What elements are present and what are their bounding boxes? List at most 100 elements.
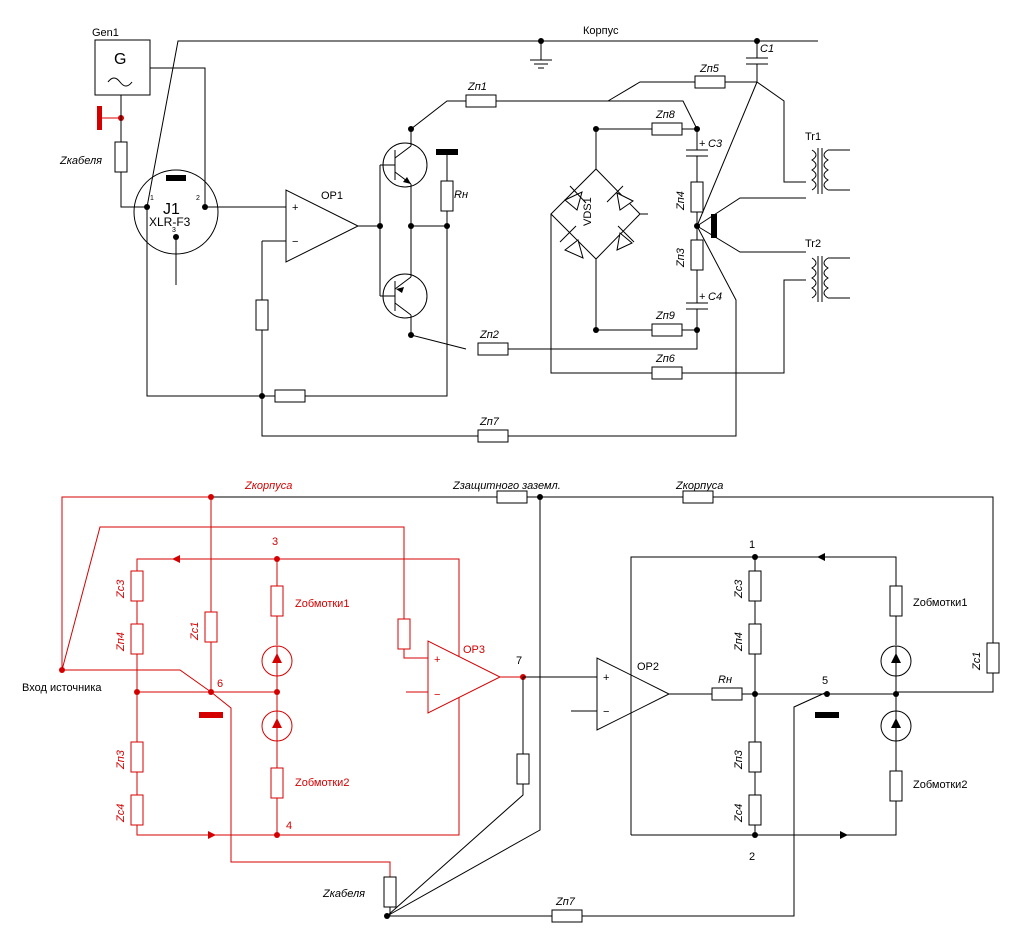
zwind1-right-resistor [889, 585, 903, 617]
zn3-left-resistor [130, 741, 144, 773]
node5-probe-marker [815, 712, 839, 718]
q2-collector-node [408, 332, 414, 338]
zn7-bottom-label: Zп7 [555, 896, 576, 908]
ground-icon [530, 41, 552, 69]
sine-wave-icon [107, 77, 133, 87]
c1-capacitor [746, 41, 768, 82]
c3-label: C3 [708, 138, 723, 150]
current-source-right-1[interactable] [880, 645, 912, 677]
ground-resistor [274, 389, 306, 403]
op3-plus: + [434, 654, 440, 666]
center-to-tr2-wire [696, 225, 806, 253]
diode-4 [616, 232, 633, 251]
zprot-resistor [496, 490, 528, 504]
op-amp-3[interactable]: OP3 + − [427, 640, 502, 714]
diode-bridge[interactable]: VDS1 [550, 168, 641, 260]
node2-label: 2 [749, 851, 755, 863]
c1-label: C1 [760, 43, 774, 55]
transformer-1[interactable]: Tr1 [805, 131, 850, 194]
transistor-pnp[interactable] [380, 273, 428, 319]
zkorp-left-wire [61, 496, 211, 670]
c1-to-center-wire [696, 81, 758, 227]
feedback-resistor [255, 299, 269, 331]
zc4-left-label: Zc4 [115, 804, 127, 823]
diode-2 [616, 192, 634, 211]
zn7-resistor [477, 429, 509, 443]
node7-to-common-wire [386, 784, 524, 917]
top-schematic: Gen1 G Zкабеля J1 XLR-F3 1 2 3 [59, 25, 850, 443]
op1-triangle [285, 189, 360, 263]
center-probe-marker [711, 214, 717, 238]
transistor-npn[interactable] [380, 142, 428, 188]
zn8-resistor [651, 122, 683, 136]
zwind2-left-label: Zобмотки2 [295, 777, 349, 789]
diode-2-bar [606, 185, 624, 203]
zn3-left-label: Zп3 [115, 749, 127, 770]
current-source-right-2[interactable] [880, 710, 912, 742]
node1-label: 1 [749, 539, 755, 551]
node6-label: 6 [217, 678, 223, 690]
generator[interactable]: Gen1 G [92, 27, 151, 96]
op3-triangle [427, 640, 502, 714]
op1-label: OP1 [321, 190, 343, 202]
cable-resistor [114, 141, 128, 173]
zc4-right-label: Zc4 [733, 804, 745, 823]
op3-input-resistor [397, 618, 411, 650]
node5-dot [824, 691, 830, 697]
op2-label: OP2 [637, 661, 659, 673]
zc1-right-resistor [986, 642, 1000, 674]
diode-3-bar [559, 225, 577, 243]
zn6-resistor [651, 366, 683, 380]
zn7-wire [508, 225, 737, 437]
zwind2-right-label: Zобмотки2 [913, 779, 967, 791]
q2-leads [380, 276, 412, 316]
zn4-left-resistor [130, 623, 144, 655]
pin1-label: 1 [150, 195, 154, 202]
zn4-resistor [690, 181, 704, 213]
node3-label: 3 [272, 536, 278, 548]
zn4-label: Zп4 [675, 191, 687, 211]
op2-plus: + [603, 672, 609, 684]
zn4-right-resistor [748, 623, 762, 655]
node7-resistor [516, 753, 530, 785]
current-source-left-2[interactable] [261, 710, 293, 742]
op2-triangle [596, 657, 671, 731]
connector-type: XLR-F3 [149, 215, 191, 229]
generator-box [94, 39, 151, 96]
q1-collector-node [408, 126, 414, 132]
zn3-label: Zп3 [675, 247, 687, 268]
cable-label: Zкабеля [59, 155, 102, 167]
src1-left-arrow-icon [272, 653, 282, 663]
zn6-label: Zп6 [655, 353, 676, 365]
transformer-2[interactable]: Tr2 [805, 238, 850, 302]
tr1-primary-coil [811, 149, 817, 191]
zn2-label: Zп2 [479, 329, 499, 341]
zc4-right-resistor [748, 794, 762, 826]
current-source-left-1[interactable] [261, 645, 293, 677]
zc1-right-wire [896, 673, 994, 693]
q2-collector-wire [410, 315, 467, 350]
zn2-resistor [477, 342, 509, 356]
right-bottom-rail-wire [631, 801, 897, 836]
op3-plus-wire [403, 649, 428, 659]
c3-plus: + [699, 138, 705, 150]
op-amp-2[interactable]: OP2 + − [596, 657, 671, 731]
zn4-left-label: Zп4 [115, 632, 127, 652]
src2-left-arrow-icon [272, 718, 282, 728]
gen-to-pin2-wire [150, 67, 206, 207]
arrow-left-icon-right [817, 553, 825, 561]
op-amp-1[interactable]: OP1 + − [285, 189, 360, 263]
tr2-core [817, 256, 823, 302]
zc1-left-resistor [204, 611, 218, 643]
diode-3 [564, 239, 584, 259]
zwind2-left-resistor [270, 767, 284, 799]
cable-to-pin1-wire [120, 172, 147, 208]
ladder-top-wire [136, 558, 460, 692]
tr2-label: Tr2 [805, 238, 821, 250]
zc3-left-label: Zc3 [115, 579, 127, 599]
diode-4-bar [617, 225, 635, 243]
zn9-label: Zп9 [655, 310, 675, 322]
center-to-tr1-wire [696, 197, 806, 227]
tr2-primary-coil [811, 257, 817, 299]
op1-minus: − [292, 236, 298, 248]
